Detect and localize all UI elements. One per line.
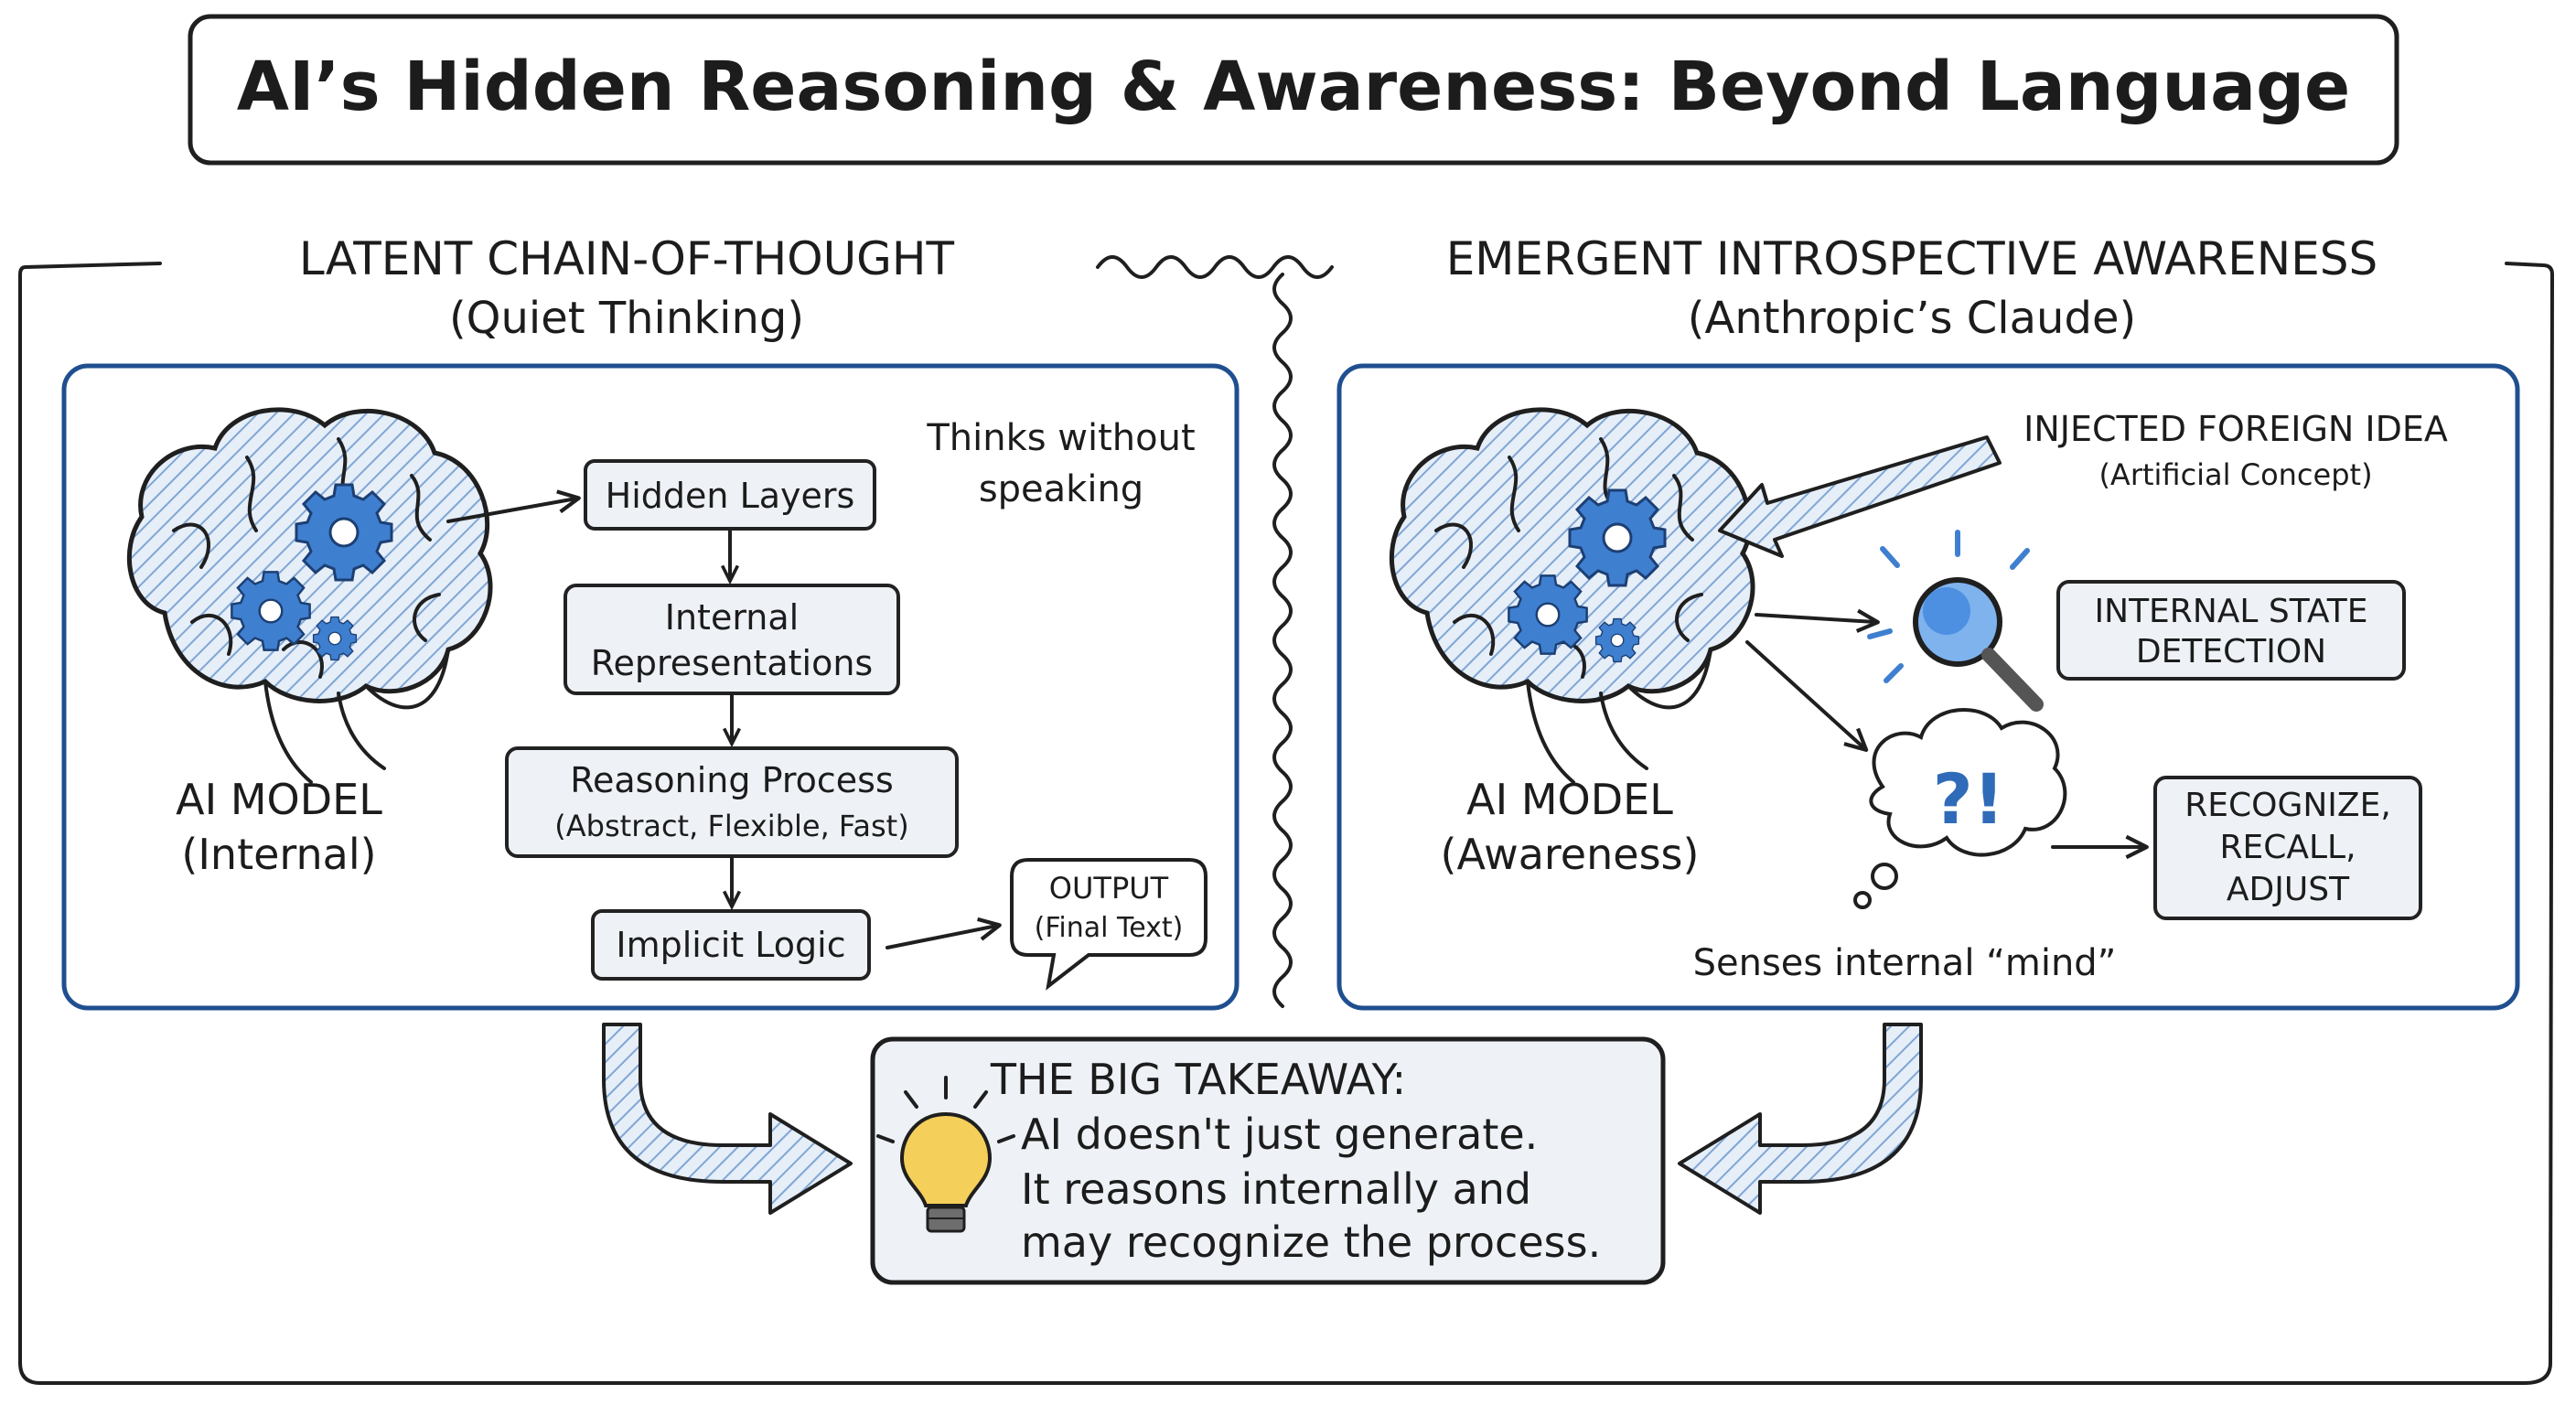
gear-icon [1594, 617, 1640, 663]
right-caption: Senses internal “mind” [1693, 942, 2117, 984]
left-model-label: AI MODEL [176, 775, 382, 824]
left-to-takeaway-arrow [602, 1023, 853, 1215]
implicit-logic-label: Implicit Logic [616, 925, 845, 965]
brain-to-thought-arrow [1745, 640, 1869, 752]
header-wave-divider [1096, 255, 1334, 279]
gear-icon [1508, 574, 1588, 655]
gear-icon [295, 483, 393, 582]
detection-box [2056, 580, 2406, 681]
right-model-sublabel: (Awareness) [1441, 830, 1700, 879]
action-label-1: RECOGNIZE, [2184, 787, 2391, 824]
brain-to-detection-arrow [1755, 608, 1880, 633]
page-title: AI’s Hidden Reasoning & Awareness: Beyon… [237, 48, 2351, 126]
gear-icon [312, 616, 358, 661]
column-wave-divider [1272, 273, 1293, 1008]
output-label: OUTPUT [1049, 871, 1169, 906]
output-sublabel: (Final Text) [1035, 912, 1184, 944]
logic-to-output-arrow [886, 917, 1002, 949]
injected-idea-arrow [1718, 435, 2002, 558]
left-note-2: speaking [979, 468, 1143, 510]
gear-icon [231, 571, 311, 651]
reasoning-process-label: Reasoning Process [570, 760, 894, 800]
lightbulb-icon [876, 1076, 1015, 1233]
title-box [188, 14, 2399, 166]
right-subheading: (Anthropic’s Claude) [1688, 293, 2136, 344]
takeaway-line-1: AI doesn't just generate. [1021, 1110, 1538, 1159]
output-speech-bubble [1010, 858, 1208, 991]
internal-representations-label-2: Representations [591, 643, 873, 683]
right-heading: EMERGENT INTROSPECTIVE AWARENESS [1446, 232, 2378, 285]
injected-idea-sublabel: (Artificial Concept) [2098, 457, 2372, 492]
detection-label-2: DETECTION [2136, 633, 2326, 670]
takeaway-box [870, 1036, 1666, 1285]
detection-label: INTERNAL STATE [2095, 593, 2368, 630]
thought-cloud-icon [1853, 708, 2067, 909]
question-exclamation-glyph: ?! [1933, 758, 2005, 840]
action-box [2153, 776, 2422, 920]
gear-icon [1568, 488, 1667, 587]
injected-idea-label: INJECTED FOREIGN IDEA [2023, 409, 2448, 449]
hidden-layers-label: Hidden Layers [606, 476, 855, 516]
outer-frame [18, 262, 2554, 1385]
left-heading: LATENT CHAIN-OF-THOUGHT [299, 232, 955, 285]
left-subheading: (Quiet Thinking) [449, 293, 804, 344]
right-model-label: AI MODEL [1466, 775, 1673, 824]
action-label-3: ADJUST [2227, 871, 2350, 908]
right-to-takeaway-arrow [1678, 1023, 1923, 1215]
takeaway-line-3: may recognize the process. [1021, 1217, 1601, 1267]
takeaway-line-2: It reasons internally and [1021, 1164, 1531, 1214]
magnifier-icon [1867, 530, 2044, 712]
action-label-2: RECALL, [2219, 829, 2356, 866]
internal-representations-label: Internal [665, 597, 799, 638]
takeaway-heading: THE BIG TAKEAWAY: [990, 1055, 1406, 1104]
reasoning-process-detail: (Abstract, Flexible, Fast) [554, 809, 908, 843]
left-model-sublabel: (Internal) [181, 830, 376, 879]
left-note: Thinks without [926, 417, 1195, 459]
brain-to-layers-arrow [446, 489, 581, 523]
implicit-logic-box [591, 909, 871, 981]
